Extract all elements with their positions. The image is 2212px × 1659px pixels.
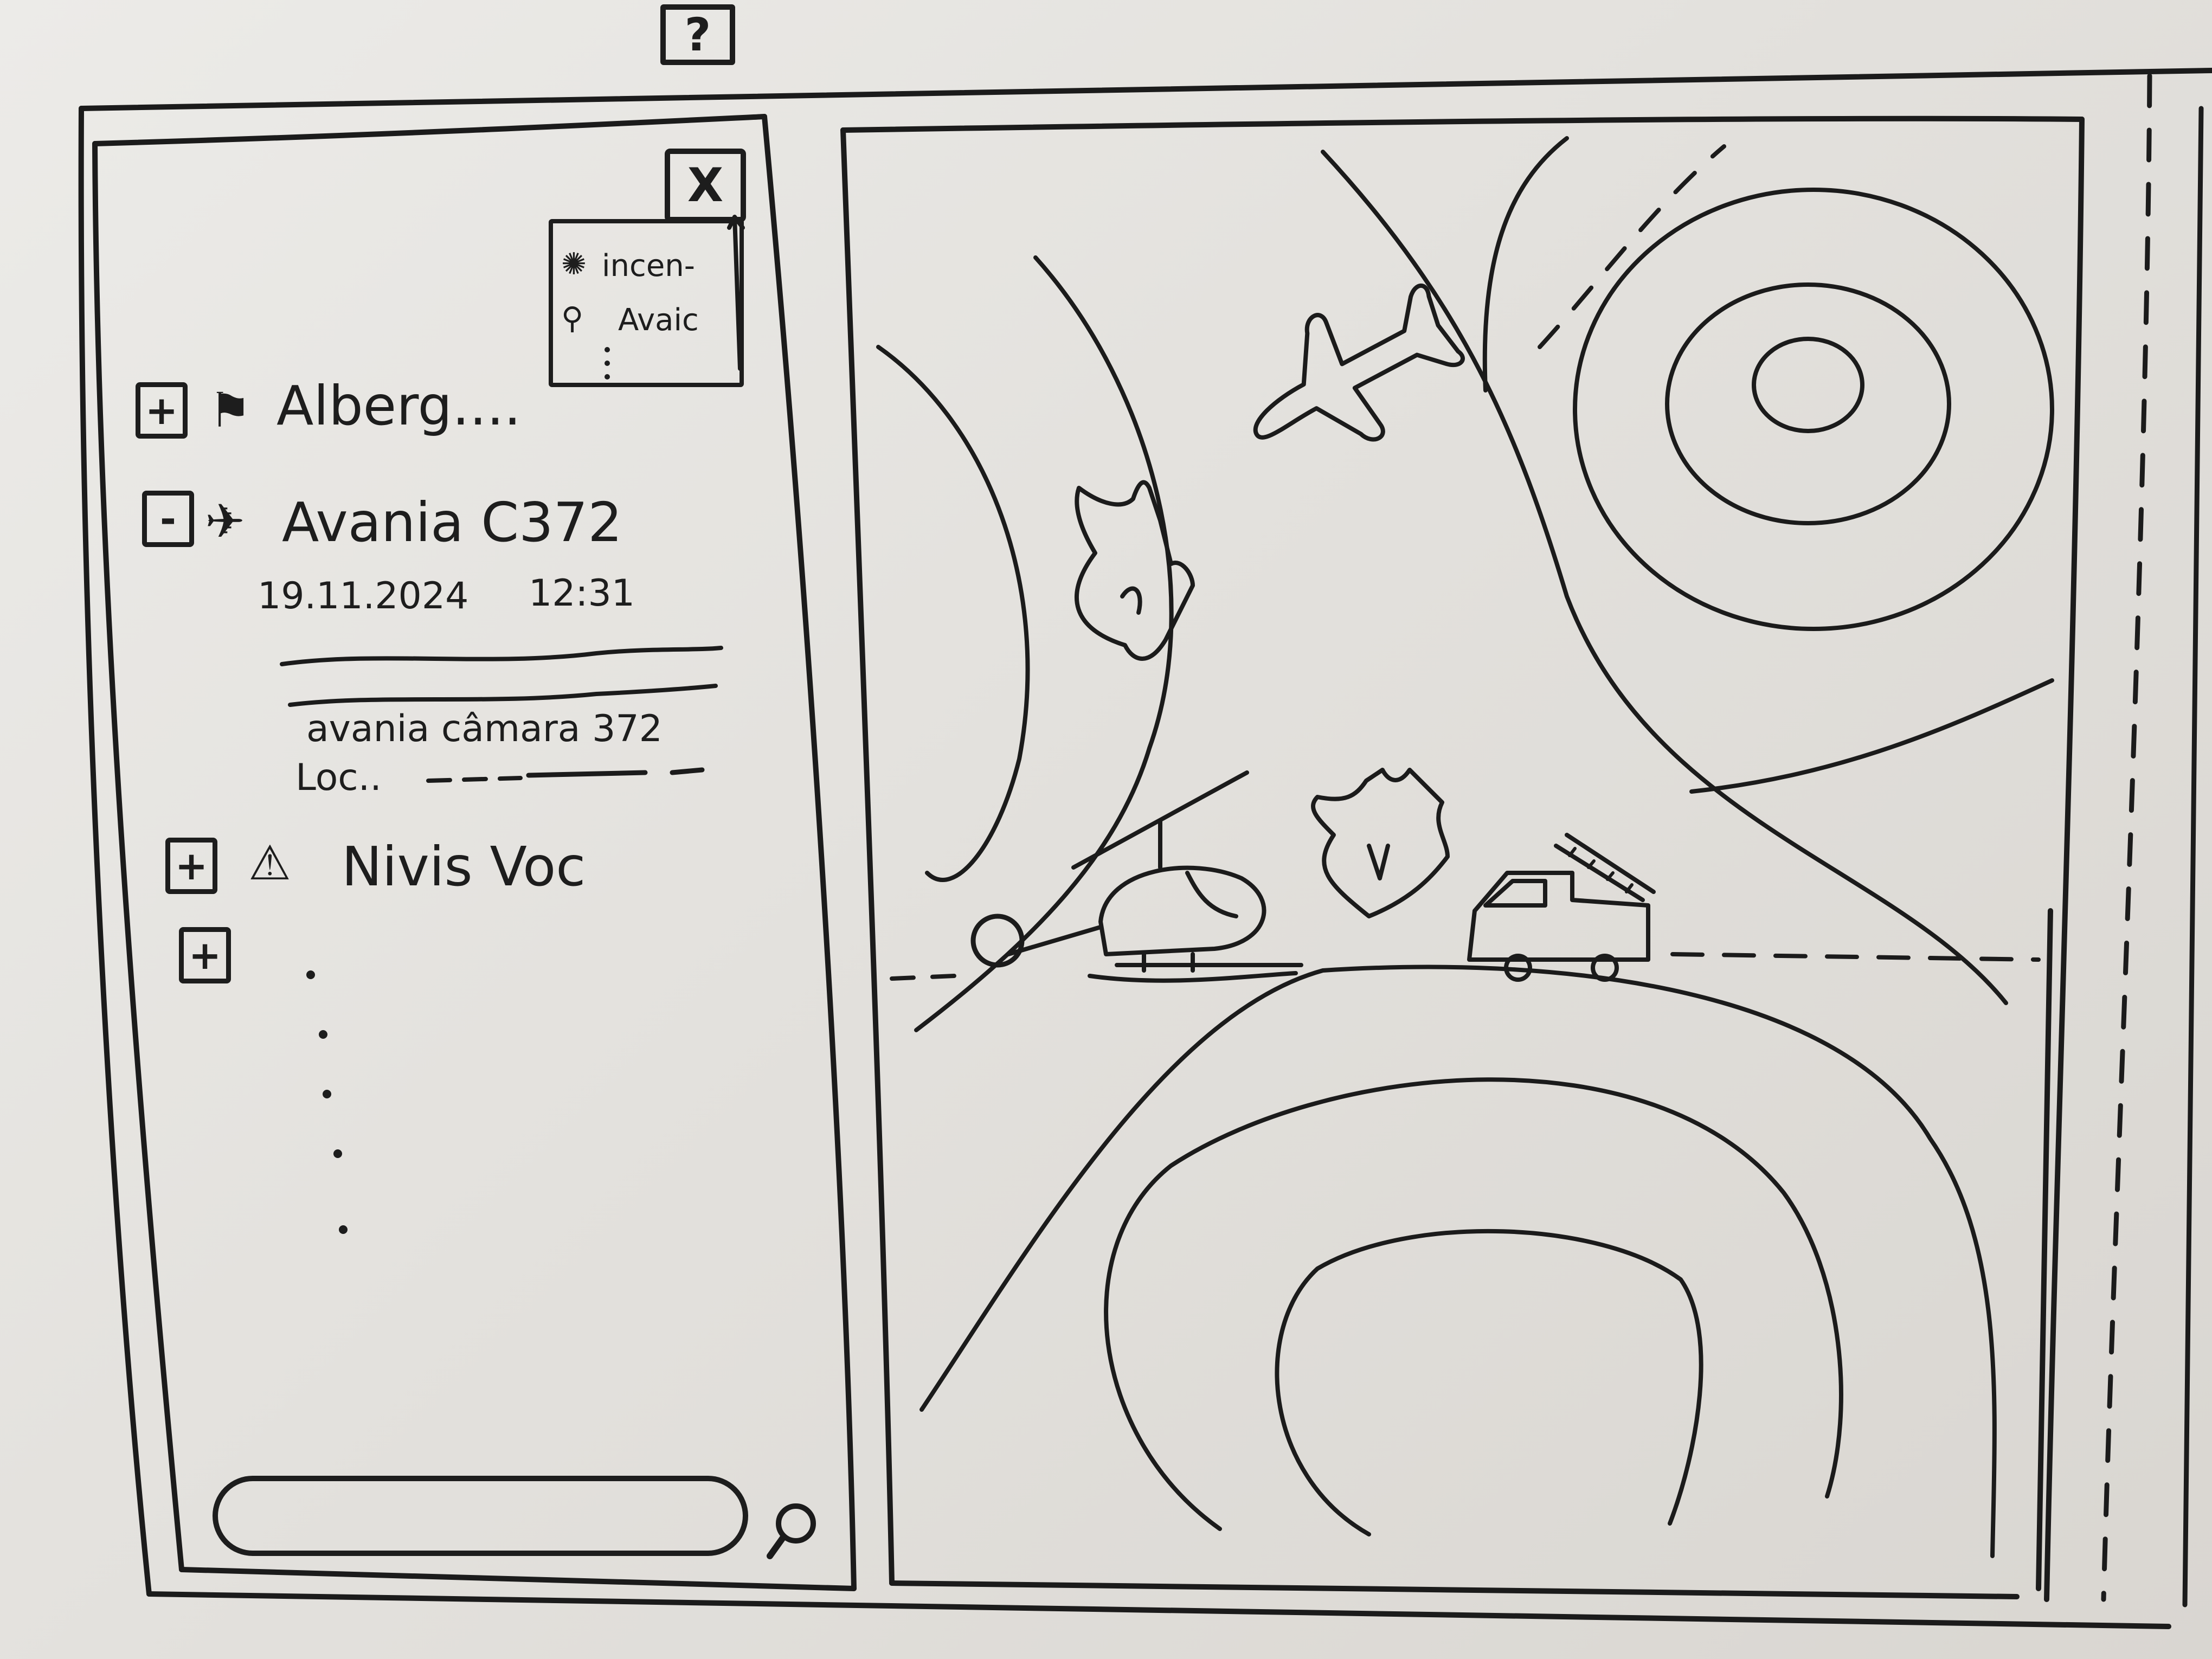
help-button[interactable]: ? [660,4,735,65]
item-camera: avania câmara 372 [306,708,663,750]
more-items-indicator [323,1090,331,1098]
list-item-label[interactable]: Nivis Voc [342,835,586,898]
expand-button[interactable]: + [165,838,217,894]
search-input[interactable] [213,1476,748,1556]
filter-more [605,361,610,366]
list-item-label[interactable]: Avania C372 [282,491,622,554]
filter-close-button[interactable]: X [665,149,746,222]
helicopter-marker [970,770,1303,973]
drone-icon: ⚲ [561,301,584,336]
filter-entry-label[interactable]: incen- [602,248,695,284]
list-item-label[interactable]: Alberg.... [276,374,522,438]
fire-truck-marker [1467,833,1656,982]
warning-icon: ⚠ [248,835,291,891]
drone-icon: ✈ [205,493,245,549]
airplane-marker [1253,284,1465,442]
fire-icon: ✺ [561,247,587,282]
item-time: 12:31 [529,572,635,615]
map-contours [876,136,2054,1558]
map-pin-icon: ⚑ [209,382,252,438]
more-items-indicator [319,1030,327,1039]
more-items-indicator [306,970,315,979]
expand-button[interactable]: + [179,927,231,983]
item-location: Loc.. [295,756,382,799]
more-items-indicator [333,1149,342,1158]
filter-popup [549,219,744,387]
sidebar-outline [92,114,857,1591]
map-panel-outline [840,115,2085,1602]
search-icon [767,1503,816,1559]
more-items-indicator [339,1225,348,1234]
collapse-button[interactable]: - [142,491,194,547]
expand-button[interactable]: + [136,382,188,439]
fire-marker [1311,768,1450,918]
item-date: 19.11.2024 [258,575,469,618]
filter-more [605,347,610,352]
filter-entry-label[interactable]: Avaic [618,303,699,338]
fire-marker [1075,480,1195,661]
filter-more [605,374,610,380]
